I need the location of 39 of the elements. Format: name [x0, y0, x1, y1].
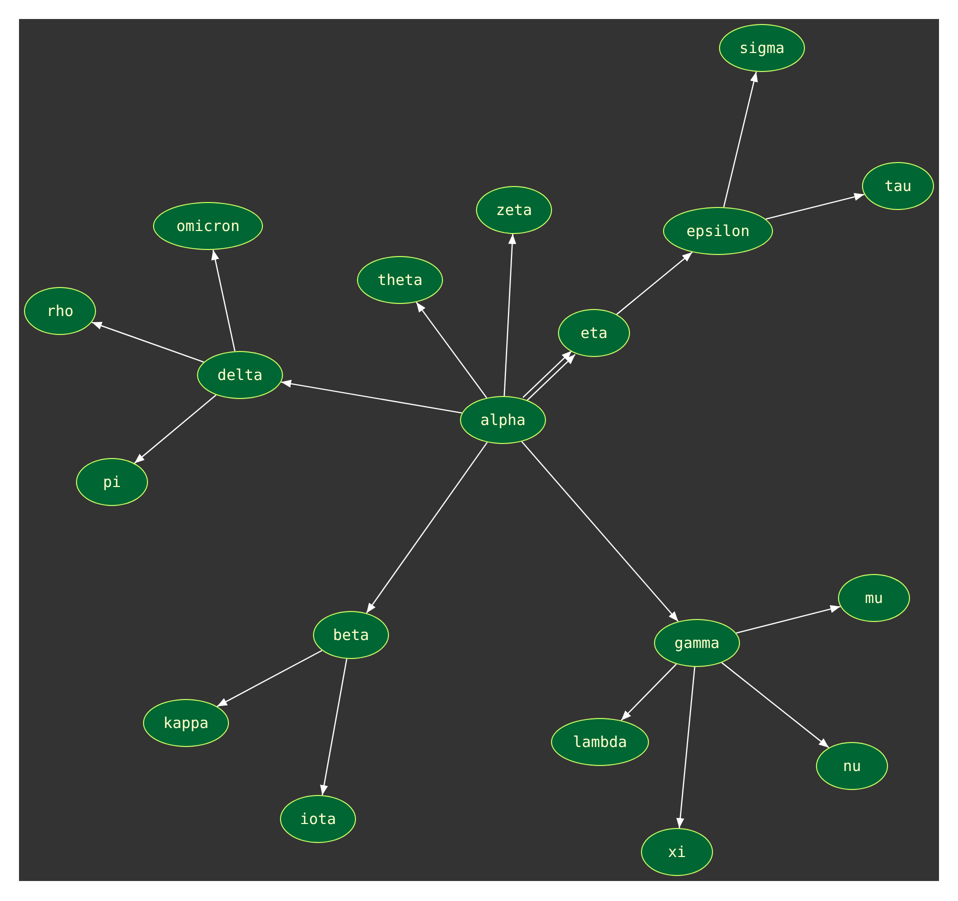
arrow — [320, 658, 348, 796]
node-label: nu — [842, 757, 862, 775]
node-label: rho — [46, 302, 74, 320]
arrow — [216, 650, 322, 707]
arrow — [620, 664, 677, 721]
arrow — [766, 192, 864, 220]
arrow — [721, 662, 830, 748]
node-label: pi — [102, 473, 122, 491]
arrow — [211, 250, 236, 352]
node-label: xi — [668, 843, 686, 861]
node-ellipse — [313, 611, 389, 659]
arrow — [736, 605, 841, 634]
node-label: delta — [217, 366, 263, 384]
arrow — [504, 234, 516, 396]
node-label: theta — [377, 271, 423, 289]
node-ellipse — [24, 287, 96, 335]
node-label: lambda — [572, 733, 628, 751]
arrow — [521, 441, 679, 622]
node-label: mu — [864, 589, 884, 607]
node-label: eta — [580, 324, 608, 342]
node-label: zeta — [496, 201, 532, 219]
node-label: sigma — [739, 39, 785, 57]
node-label: beta — [332, 626, 370, 644]
arrow — [416, 302, 488, 398]
arrow — [616, 252, 693, 315]
node-label: alpha — [480, 411, 526, 429]
node-label: iota — [300, 810, 336, 828]
node-label: kappa — [163, 714, 209, 732]
arrow — [281, 380, 462, 414]
arrow — [676, 666, 696, 828]
arrow — [723, 72, 758, 208]
node-label: tau — [884, 177, 912, 195]
arrow — [366, 442, 488, 614]
arrow — [134, 394, 216, 464]
node-label: omicron — [176, 217, 240, 235]
node-label: epsilon — [686, 222, 750, 240]
arrow — [92, 322, 204, 363]
node-label: gamma — [674, 634, 720, 652]
node-ellipse — [143, 699, 229, 747]
